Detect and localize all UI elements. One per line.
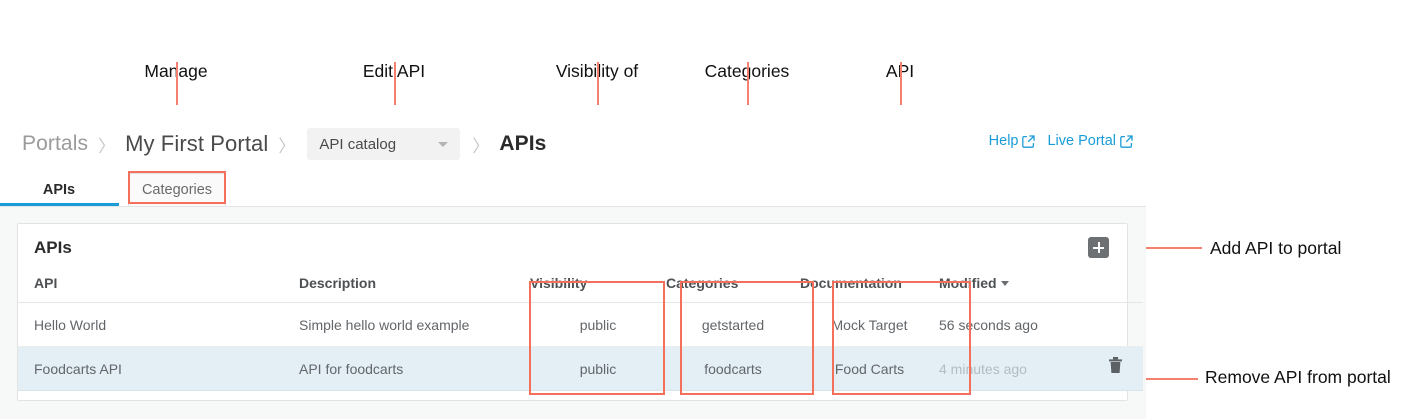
cell-description: API for foodcarts xyxy=(299,346,530,391)
table-row[interactable]: Foodcarts API API for foodcarts public f… xyxy=(18,346,1143,391)
cell-description: Simple hello world example xyxy=(299,302,530,347)
column-header-visibility[interactable]: Visibility xyxy=(530,275,666,303)
breadcrumb: Portals 〉 My First Portal 〉 API catalog … xyxy=(22,127,546,161)
annotation-line: Categories xyxy=(677,58,817,85)
chevron-down-icon xyxy=(438,141,449,147)
annotation-line: Edit API xyxy=(362,61,426,81)
breadcrumb-separator-icon: 〉 xyxy=(98,136,116,156)
breadcrumb-separator-icon: 〉 xyxy=(278,136,296,156)
card-title: APIs xyxy=(34,238,72,257)
tab-categories-label: Categories xyxy=(141,182,213,198)
breadcrumb-separator-icon: 〉 xyxy=(472,136,490,156)
catalog-select[interactable]: API catalog xyxy=(307,128,461,160)
live-portal-link[interactable]: Live Portal xyxy=(1047,133,1133,149)
breadcrumb-current-apis: APIs xyxy=(499,132,547,155)
column-header-description[interactable]: Description xyxy=(299,275,530,303)
cell-modified-label: 4 minutes ago xyxy=(939,360,1027,377)
table-row[interactable]: Hello World Simple hello world example p… xyxy=(18,302,1143,347)
help-link-label: Help xyxy=(988,133,1019,149)
annotation-connector-remove-api xyxy=(1110,378,1198,380)
add-api-button[interactable] xyxy=(1088,237,1109,258)
breadcrumb-portals[interactable]: Portals xyxy=(22,132,89,155)
column-header-modified-label: Modified xyxy=(939,275,997,291)
annotation-add-api-to-portal: Add API to portal xyxy=(1210,238,1342,258)
plus-icon xyxy=(1093,246,1104,249)
cell-categories: foodcarts xyxy=(666,346,800,391)
help-link[interactable]: Help xyxy=(989,133,1036,149)
external-link-icon xyxy=(1022,134,1036,148)
trash-icon[interactable] xyxy=(1108,356,1123,374)
cell-modified: 4 minutes ago xyxy=(939,346,1143,391)
table-header-row: API Description Visibility Categories Do… xyxy=(18,275,1143,303)
header-links: Help Live Portal xyxy=(989,133,1133,149)
column-header-documentation[interactable]: Documentation xyxy=(800,275,939,303)
table-header: API Description Visibility Categories Do… xyxy=(18,275,1143,303)
annotation-line: Visibility of xyxy=(555,61,639,81)
annotation-connector-add-api xyxy=(1118,247,1202,249)
cell-api: Foodcarts API xyxy=(18,346,299,391)
table-body: Hello World Simple hello world example p… xyxy=(18,302,1143,391)
tab-categories[interactable]: Categories xyxy=(128,173,226,206)
tab-apis[interactable]: APIs xyxy=(23,173,95,207)
column-header-api[interactable]: API xyxy=(18,275,299,303)
cell-documentation: Mock Target xyxy=(800,302,939,347)
sort-desc-icon xyxy=(1000,281,1009,286)
column-header-modified[interactable]: Modified xyxy=(939,275,1143,303)
live-portal-link-label: Live Portal xyxy=(1047,133,1116,149)
cell-modified: 56 seconds ago xyxy=(939,302,1143,347)
cell-categories: getstarted xyxy=(666,302,800,347)
active-tab-underline xyxy=(0,203,119,206)
app-screenshot: Portals 〉 My First Portal 〉 API catalog … xyxy=(0,105,1146,419)
catalog-select-value: API catalog xyxy=(319,135,397,153)
annotation-remove-api-from-portal: Remove API from portal xyxy=(1205,367,1391,387)
column-header-categories[interactable]: Categories xyxy=(666,275,800,303)
apis-table: API Description Visibility Categories Do… xyxy=(18,275,1143,391)
external-link-icon xyxy=(1120,134,1133,148)
apis-card: APIs API Description Visibility Categori… xyxy=(17,223,1143,401)
cell-visibility: public xyxy=(530,302,666,347)
cell-api: Hello World xyxy=(18,302,299,347)
tab-apis-label: APIs xyxy=(42,182,76,198)
page-body: APIs API Description Visibility Categori… xyxy=(0,206,1146,419)
cell-visibility: public xyxy=(530,346,666,391)
breadcrumb-my-first-portal[interactable]: My First Portal xyxy=(125,131,269,156)
cell-documentation: Food Carts xyxy=(800,346,939,391)
tab-bar: APIs Categories xyxy=(0,173,1146,207)
